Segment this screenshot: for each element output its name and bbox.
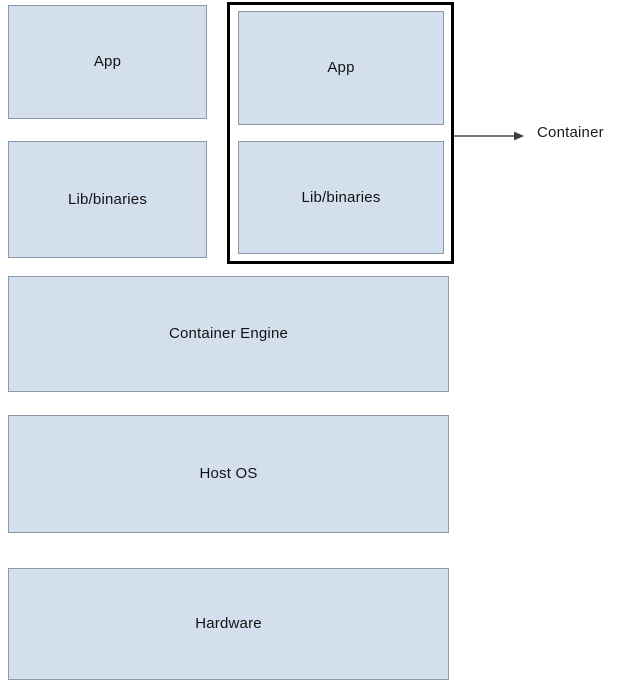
arrow-icon xyxy=(454,131,524,141)
hardware-box: Hardware xyxy=(8,568,449,680)
lib-binaries-box-left: Lib/binaries xyxy=(8,141,207,258)
container-engine-box: Container Engine xyxy=(8,276,449,392)
app-box-right: App xyxy=(238,11,444,125)
container-label: Container xyxy=(537,124,604,141)
container-callout-arrow xyxy=(452,118,530,154)
app-box-left: App xyxy=(8,5,207,119)
lib-binaries-box-right: Lib/binaries xyxy=(238,141,444,254)
host-os-box: Host OS xyxy=(8,415,449,533)
